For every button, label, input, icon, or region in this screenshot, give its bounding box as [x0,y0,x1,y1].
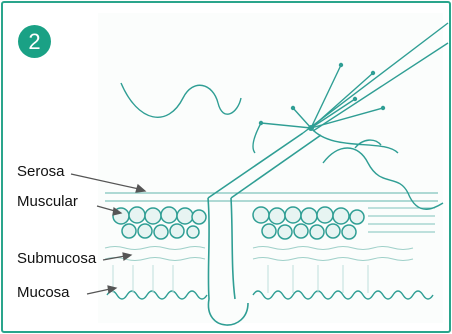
gut-wall-illustration [3,3,449,331]
figure-number-badge: 2 [18,25,51,58]
label-mucosa: Mucosa [17,284,70,302]
label-submucosa: Submucosa [17,250,96,268]
illustration-background [98,13,443,323]
label-serosa: Serosa [17,163,65,181]
label-muscular: Muscular [17,193,78,211]
